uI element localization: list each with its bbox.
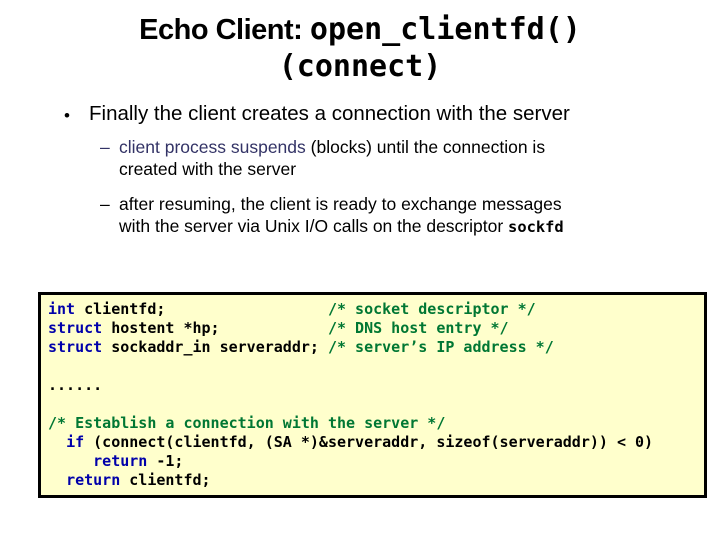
title-line-1: Echo Client: open_clientfd() bbox=[0, 10, 720, 50]
sub-bullet-text: after resuming, the client is ready to e… bbox=[119, 194, 564, 236]
sub-bullet-text: client process suspends (blocks) until t… bbox=[119, 137, 546, 179]
main-bullet-text: Finally the client creates a connection … bbox=[89, 102, 570, 125]
sub-bullet-list: – client process suspends (blocks) until… bbox=[100, 136, 680, 251]
title-line-2: (connect) bbox=[278, 49, 442, 84]
sub-bullet-suspends: – client process suspends (blocks) until… bbox=[100, 136, 680, 180]
code-block: int clientfd; /* socket descriptor */str… bbox=[38, 292, 707, 498]
dash-icon: – bbox=[100, 194, 110, 214]
bullet-icon: • bbox=[64, 106, 70, 125]
title-text: Echo Client: bbox=[139, 14, 310, 46]
title-function-name: open_clientfd() bbox=[309, 12, 581, 47]
main-bullet: • Finally the client creates a connectio… bbox=[64, 101, 704, 128]
code-listing: int clientfd; /* socket descriptor */str… bbox=[48, 300, 654, 489]
dash-icon: – bbox=[100, 137, 110, 157]
slide-title: Echo Client: open_clientfd() (connect) bbox=[0, 10, 720, 84]
sub-bullet-resuming: – after resuming, the client is ready to… bbox=[100, 193, 680, 238]
